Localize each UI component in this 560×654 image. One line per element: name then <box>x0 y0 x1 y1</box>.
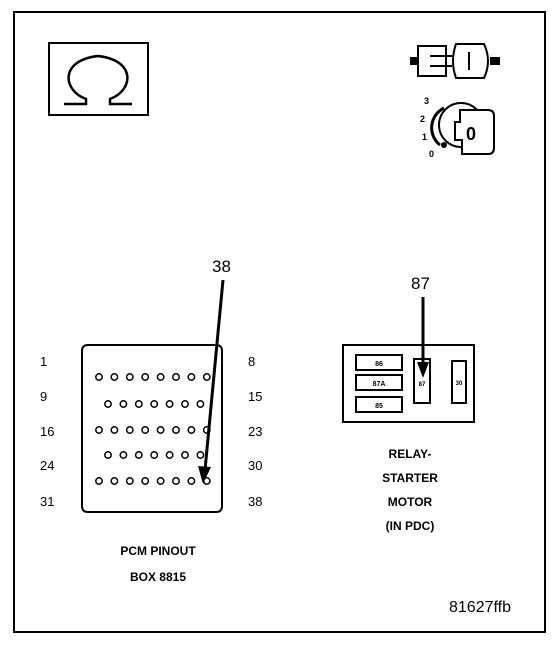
ignition-switch-icon: 3 2 1 0 0 <box>420 96 495 159</box>
ohmmeter-symbol: Ω <box>48 42 149 116</box>
figure-id: 81627ffb <box>449 599 511 616</box>
outer-frame <box>13 11 546 633</box>
pcm-pin-5 <box>156 373 165 381</box>
pcm-pin-13 <box>165 400 174 408</box>
pcm-pin-34 <box>141 477 150 485</box>
pcm-pin-17 <box>110 426 119 434</box>
pcm-callout-arrow <box>203 279 225 471</box>
pcm-callout-arrowhead <box>198 466 211 484</box>
pcm-pin-25 <box>119 451 128 459</box>
relay-callout-label: 87 <box>411 274 430 293</box>
relay-terminal-87a: 87A <box>373 381 386 388</box>
pcm-pin-11 <box>134 400 143 408</box>
pcm-pin-30 <box>196 451 205 459</box>
relay-terminal-85-box <box>355 396 403 413</box>
relay-terminal-30-box <box>451 360 467 404</box>
pcm-pin-6 <box>172 373 180 381</box>
pcm-callout-label: 38 <box>212 257 231 276</box>
pcm-pin-37 <box>187 477 196 485</box>
pcm-pin-1 <box>95 373 103 381</box>
pcm-right-pin-23: 23 <box>248 424 262 439</box>
pcm-pin-7 <box>187 373 196 381</box>
pcm-pin-28 <box>165 451 174 459</box>
relay-terminal-30: 30 <box>456 381 463 387</box>
pcm-pin-18 <box>125 426 134 434</box>
relay-caption-line2: STARTER <box>382 471 438 485</box>
pcm-pin-2 <box>110 373 119 381</box>
ohmmeter-box-icon <box>48 42 149 116</box>
relay-caption-line3: MOTOR <box>388 495 433 509</box>
ignition-position-3: 3 <box>424 96 429 106</box>
ohm-icon <box>64 54 132 106</box>
ignition-position-2: 2 <box>420 114 425 124</box>
pcm-caption-line1: PCM PINOUT <box>120 544 196 558</box>
relay-terminal-85: 85 <box>375 403 383 410</box>
pcm-pin-24 <box>104 451 112 459</box>
relay-callout-arrowhead <box>417 362 429 378</box>
pcm-pin-31 <box>95 477 103 485</box>
relay-caption-line1: RELAY- <box>389 447 432 461</box>
pcm-pin-4 <box>141 373 150 381</box>
pcm-pin-19 <box>141 426 150 434</box>
relay-terminal-87: 87 <box>419 382 426 388</box>
relay-terminal-86: 86 <box>375 361 383 368</box>
pcm-pin-12 <box>150 400 159 408</box>
pcm-pin-3 <box>125 373 134 381</box>
pcm-pin-22 <box>187 426 196 434</box>
pcm-left-pin-24: 24 <box>40 458 54 473</box>
pcm-pin-26 <box>134 451 143 459</box>
starter-relay: 86 87A 85 87 30 87 RELAY- STARTER MOTOR … <box>342 274 475 533</box>
pcm-left-pin-16: 16 <box>40 424 54 439</box>
pcm-left-pin-1: 1 <box>40 354 47 369</box>
pcm-pin-29 <box>181 451 189 459</box>
ignition-key-label: 0 <box>466 124 476 144</box>
pcm-pin-10 <box>119 400 128 408</box>
connector-disconnected-icon <box>410 43 500 79</box>
relay-caption-line4: (IN PDC) <box>386 519 435 533</box>
key-icon <box>454 109 495 155</box>
pcm-pin-32 <box>110 477 119 485</box>
pcm-left-pin-9: 9 <box>40 389 47 404</box>
pcm-right-pin-38: 38 <box>248 494 262 509</box>
pcm-right-pin-8: 8 <box>248 354 255 369</box>
pcm-connector-body <box>81 344 223 513</box>
pcm-connector: 38 1 9 16 24 31 8 15 23 30 38 PCM PINOUT… <box>40 257 262 584</box>
pcm-pin-grid <box>95 373 211 485</box>
ignition-position-0: 0 <box>429 149 434 159</box>
pcm-pin-35 <box>156 477 165 485</box>
pcm-pin-14 <box>181 400 189 408</box>
pcm-left-pin-31: 31 <box>40 494 54 509</box>
pcm-right-pin-15: 15 <box>248 389 262 404</box>
pcm-pin-15 <box>196 400 205 408</box>
pcm-pin-9 <box>104 400 112 408</box>
pcm-pin-36 <box>172 477 180 485</box>
pcm-pin-27 <box>150 451 159 459</box>
pcm-pin-16 <box>95 426 103 434</box>
pcm-pin-8 <box>202 373 211 381</box>
ignition-position-1: 1 <box>422 132 427 142</box>
pcm-pin-33 <box>125 477 134 485</box>
pcm-caption-line2: BOX 8815 <box>130 570 186 584</box>
pcm-pin-20 <box>156 426 165 434</box>
pcm-pin-21 <box>172 426 180 434</box>
pcm-right-pin-30: 30 <box>248 458 262 473</box>
relay-terminal-86-box <box>355 354 403 371</box>
relay-terminal-87a-box <box>355 374 403 391</box>
